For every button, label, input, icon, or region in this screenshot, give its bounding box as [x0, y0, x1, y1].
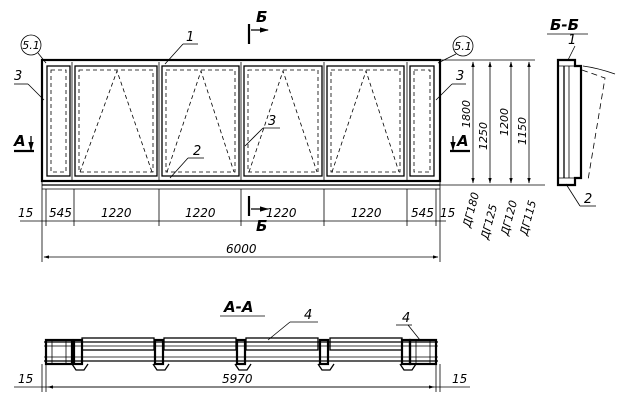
- position-3-mid-label: 3: [268, 114, 276, 129]
- panel-left-narrow: [46, 65, 71, 177]
- dim-545-right: 545: [411, 206, 434, 220]
- dim-1220-4: 1220: [351, 206, 382, 220]
- node-label-right: 5.1: [454, 40, 472, 53]
- node-label-left: 5.1: [22, 39, 40, 52]
- dim-15-right: 15: [440, 206, 455, 220]
- section-aa-sash-4: [329, 337, 403, 351]
- dim-total: 6000: [226, 242, 257, 256]
- dim-bottom-15-right: 15: [452, 372, 467, 386]
- dim-bottom-15-left: 15: [18, 372, 33, 386]
- section-bb-position-2: 2: [584, 192, 592, 207]
- section-aa-position-4-right: 4: [402, 311, 410, 326]
- brand-dg115: ДГ115: [517, 199, 539, 238]
- section-aa-title: А-А: [223, 298, 253, 316]
- cut-b-bottom-label: Б: [256, 217, 267, 235]
- section-aa-sash-1: [81, 337, 155, 351]
- dim-15-left: 15: [18, 206, 33, 220]
- dim-1800: 1800: [460, 100, 473, 128]
- position-3-right-label: 3: [456, 69, 464, 84]
- section-bb: Б-Б 1 2: [547, 16, 616, 207]
- section-aa-sash-3: [245, 337, 319, 351]
- node-callout-right: [452, 35, 474, 57]
- dim-1200: 1200: [498, 108, 511, 136]
- position-3-left-label: 3: [14, 69, 22, 84]
- position-2-label: 2: [193, 144, 201, 159]
- front-elevation: 5.1 5.1 1 2 3 3 3 Б Б: [13, 8, 474, 235]
- dim-bottom-5970: 5970: [222, 372, 253, 386]
- node-callout-left: [20, 34, 42, 56]
- section-aa-position-4-mid: 4: [304, 308, 312, 323]
- dim-1250: 1250: [477, 122, 490, 150]
- section-aa-sash-2: [163, 337, 237, 351]
- position-1-label: 1: [186, 30, 194, 45]
- panel-3: [243, 65, 323, 177]
- top-dimension-chain: 15 545 1220 1220 1220 1220 545 15 6000: [18, 189, 455, 262]
- panel-1: [74, 65, 158, 177]
- section-bb-title: Б-Б: [550, 16, 579, 34]
- panel-2: [161, 65, 240, 177]
- section-bb-position-1: 1: [568, 33, 576, 48]
- dim-1220-3: 1220: [266, 206, 297, 220]
- brand-dg180: ДГ180: [460, 191, 482, 230]
- dim-1220-2: 1220: [185, 206, 216, 220]
- dim-1220-1: 1220: [101, 206, 132, 220]
- cut-b-top-label: Б: [256, 8, 267, 26]
- cut-a-left-label: А: [13, 132, 26, 150]
- cut-a-right-label: А: [456, 132, 469, 150]
- panel-right-narrow: [409, 65, 435, 177]
- section-aa-end-left: [44, 338, 74, 366]
- dim-545-left: 545: [49, 206, 72, 220]
- section-aa: А-А 4 4: [14, 298, 470, 392]
- dim-1150: 1150: [516, 117, 529, 145]
- frame-outline: [40, 58, 442, 183]
- panel-4: [326, 65, 405, 177]
- brand-dg125: ДГ125: [478, 203, 500, 242]
- section-bb-profile: [556, 58, 583, 187]
